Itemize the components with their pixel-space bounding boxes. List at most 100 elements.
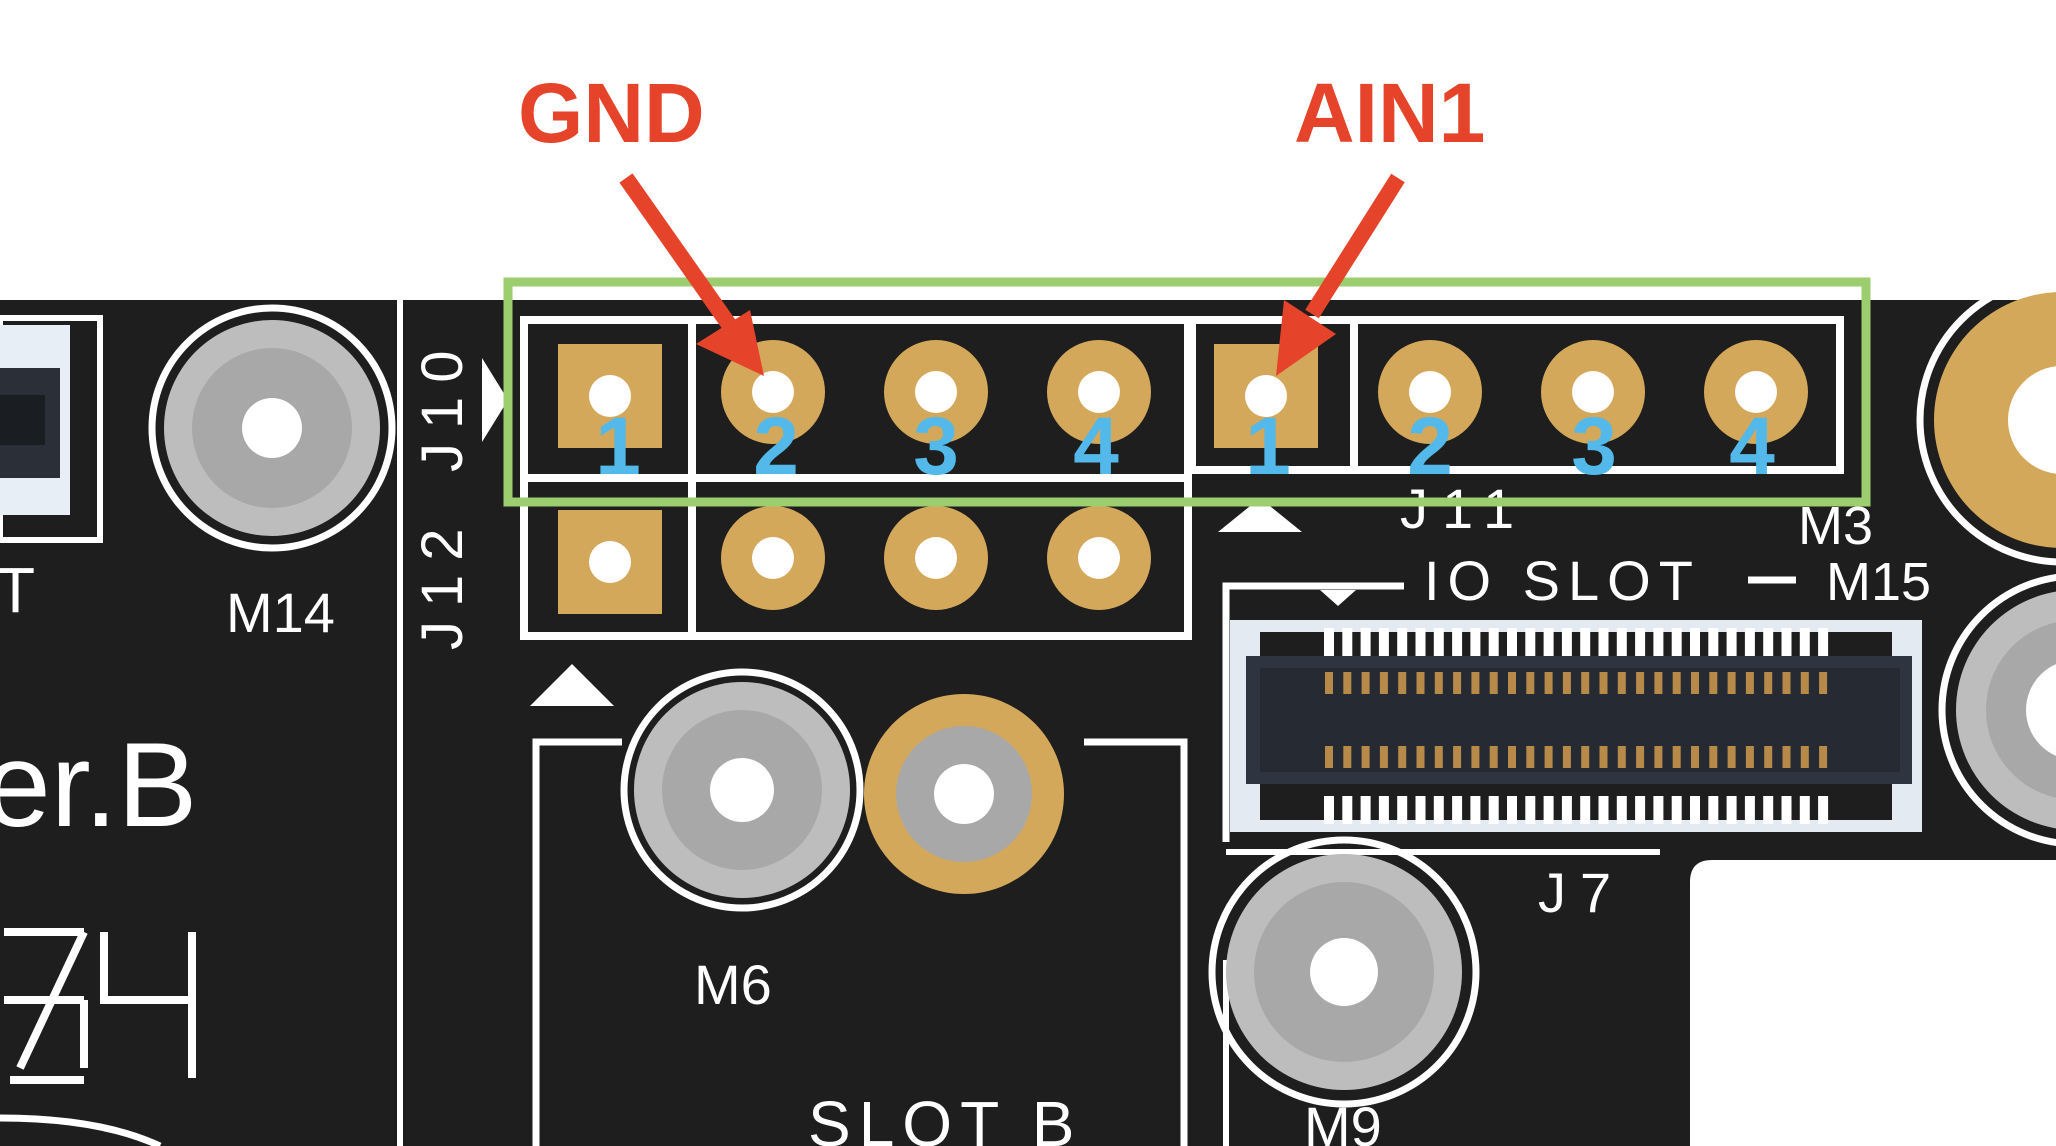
j7-pin-bottom: [1433, 796, 1444, 824]
connector-j7: [1230, 620, 1922, 832]
j7-contact: [1691, 746, 1699, 768]
j7-pin-bottom: [1360, 796, 1371, 824]
j7-pin-bottom: [1818, 796, 1829, 824]
j7-pin-bottom: [1744, 796, 1755, 824]
j7-contact: [1800, 672, 1809, 694]
j7-pin-top: [1507, 628, 1517, 656]
mounting-hole-m9: [1208, 836, 1480, 1108]
left-arc-silkscreen: [0, 1114, 162, 1146]
j7-contact: [1745, 672, 1754, 694]
j7-contact: [1654, 672, 1663, 694]
j7-pin-bottom: [1616, 796, 1627, 824]
j7-pin-bottom: [1470, 796, 1481, 824]
label-io-slot: IO SLOT: [1424, 549, 1701, 612]
j7-contact: [1544, 672, 1553, 694]
j11-pin-1: 1: [1245, 401, 1291, 492]
j7-pin-top: [1342, 628, 1353, 656]
j7-contact: [1764, 672, 1773, 694]
j7-pin-top: [1470, 628, 1481, 656]
j7-pin-bottom: [1635, 796, 1646, 824]
j7-contact: [1379, 672, 1388, 694]
label-j12: J12: [410, 514, 475, 650]
j7-contact: [1819, 746, 1828, 768]
ain1-arrow: [1276, 173, 1405, 376]
j7-pin-bottom: [1799, 796, 1810, 824]
j7-contact: [1782, 746, 1791, 768]
label-j7: J7: [1538, 861, 1625, 924]
j7-pin-top: [1525, 628, 1536, 656]
j7-contact: [1434, 672, 1443, 694]
j7-pin-bottom: [1781, 796, 1792, 824]
mounting-hole-m6-gold: [864, 694, 1064, 894]
pin1-marker-j10: [482, 358, 508, 442]
pin1-marker-j12: [530, 664, 614, 706]
mounting-hole-m14: [148, 304, 396, 552]
mounting-hole-m6: [620, 668, 864, 912]
j7-contact: [1489, 672, 1498, 694]
j7-contact: [1398, 746, 1407, 768]
io-slot-outline: [1222, 576, 1796, 842]
left-connector: [0, 315, 103, 543]
gnd-arrow: [619, 173, 764, 376]
j7-contact: [1562, 746, 1571, 768]
j7-contact: [1782, 672, 1791, 694]
j10-pin-1: 1: [595, 401, 641, 492]
j7-pin-top: [1726, 628, 1737, 656]
j7-pin-top: [1433, 628, 1444, 656]
j7-contact: [1508, 746, 1516, 768]
j7-contact: [1361, 746, 1370, 768]
j7-contact: [1471, 746, 1480, 768]
j7-contact: [1508, 672, 1516, 694]
j7-contact: [1343, 746, 1352, 768]
j7-contact: [1453, 672, 1462, 694]
j7-pin-top: [1781, 628, 1792, 656]
j7-pin-top: [1671, 628, 1682, 656]
label-j11: J11: [1400, 477, 1528, 540]
j7-pin-bottom: [1580, 796, 1591, 824]
j11-pin-2: 2: [1407, 401, 1453, 492]
j7-contact: [1672, 746, 1681, 768]
j7-contact: [1379, 746, 1388, 768]
j7-contact: [1691, 672, 1699, 694]
pin1-marker-j11: [1218, 498, 1302, 532]
j7-pin-top: [1635, 628, 1646, 656]
j7-pin-bottom: [1708, 796, 1719, 824]
j7-pin-bottom: [1543, 796, 1554, 824]
j7-pin-top: [1452, 628, 1463, 656]
j7-contact: [1617, 672, 1626, 694]
j7-pin-top: [1690, 628, 1700, 656]
j7-contact: [1709, 672, 1718, 694]
label-ver-b: er.B: [0, 718, 197, 852]
j7-contact: [1599, 672, 1608, 694]
j7-contact: [1599, 746, 1608, 768]
j7-contact: [1453, 746, 1462, 768]
j7-pin-top: [1415, 628, 1426, 656]
j7-pin-top: [1653, 628, 1664, 656]
j7-pin-bottom: [1525, 796, 1536, 824]
j7-pin-top: [1488, 628, 1499, 656]
pin1-marker-j7: [1320, 590, 1356, 606]
date-code-glyphs: [4, 928, 196, 1084]
j7-contact: [1709, 746, 1718, 768]
j7-contact: [1581, 746, 1590, 768]
j7-pin-top: [1543, 628, 1554, 656]
j7-pin-bottom: [1488, 796, 1499, 824]
label-m15: M15: [1826, 552, 1931, 612]
j7-contact: [1617, 746, 1626, 768]
label-m6: M6: [694, 953, 772, 1016]
j7-pin-top: [1708, 628, 1719, 656]
j10-pin-4: 4: [1073, 401, 1119, 492]
j7-pin-bottom: [1763, 796, 1774, 824]
j7-contact: [1325, 746, 1333, 768]
j7-pin-bottom: [1561, 796, 1572, 824]
j7-pin-bottom: [1415, 796, 1426, 824]
j7-pin-top: [1598, 628, 1609, 656]
pads-j12-row: [558, 506, 1151, 614]
j7-contact: [1745, 746, 1754, 768]
j7-pin-bottom: [1598, 796, 1609, 824]
j7-pin-bottom: [1653, 796, 1664, 824]
j7-contact: [1764, 746, 1773, 768]
callout-gnd: GND: [518, 66, 705, 160]
j7-contact: [1361, 672, 1370, 694]
